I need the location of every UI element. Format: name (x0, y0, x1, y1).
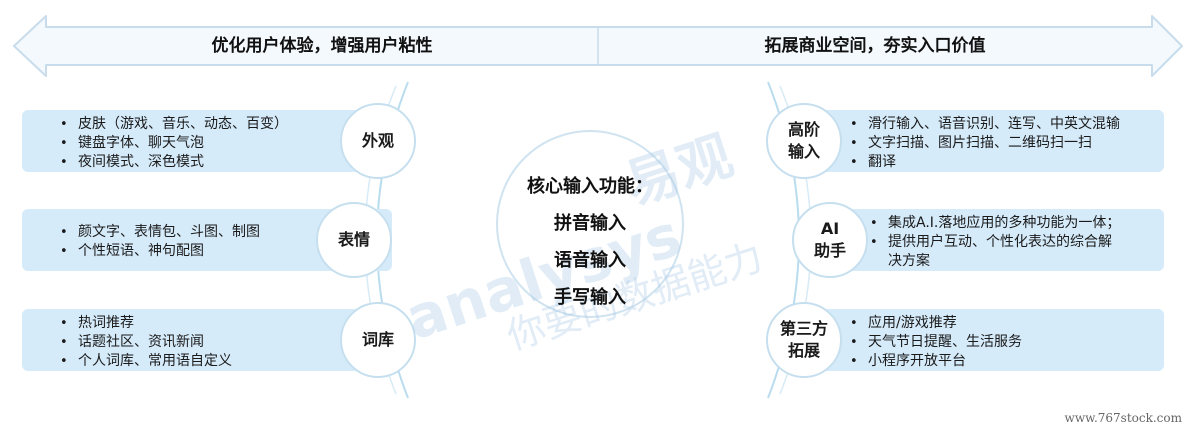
list-item: 话题社区、资讯新闻 (58, 333, 232, 352)
source-footer: www.767stock.com (1064, 411, 1182, 425)
circle-label: 第三方 (779, 319, 828, 338)
circle-label: 拓展 (787, 341, 820, 360)
list-item: 个人词库、常用语自定义 (58, 352, 232, 371)
advanced-input-circle: 高阶 输入 (766, 103, 842, 179)
appearance-circle: 外观 (340, 103, 416, 179)
list-item-continuation: 决方案 (888, 253, 930, 269)
list-item: 键盘字体、聊天气泡 (58, 134, 288, 153)
list-item: 文字扫描、图片扫描、二维码扫一扫 (848, 134, 1120, 153)
appearance-panel: 皮肤（游戏、音乐、动态、百变） 键盘字体、聊天气泡 夜间模式、深色模式 (22, 110, 392, 172)
circle-label: 高阶 (787, 120, 820, 139)
list-item: 小程序开放平台 (848, 352, 1022, 371)
list-item: 提供用户互动、个性化表达的综合解 (868, 233, 1120, 252)
circle-label: 词库 (361, 330, 394, 349)
circle-label: 输入 (787, 142, 820, 161)
list-item: 应用/游戏推荐 (848, 314, 1022, 333)
list-item: 滑行输入、语音识别、连写、中英文混输 (848, 115, 1120, 134)
right-arrow-label: 拓展商业空间，夯实入口价值 (764, 36, 986, 56)
core-input-item: 手写输入 (554, 287, 626, 308)
list-item: 热词推荐 (58, 314, 232, 333)
circle-label: 表情 (337, 230, 370, 249)
core-input-title: 核心输入功能： (527, 176, 653, 197)
circle-label: AI (820, 219, 840, 238)
core-input-item: 拼音输入 (554, 213, 626, 234)
emoji-circle: 表情 (316, 202, 392, 278)
ai-assistant-circle: AI 助手 (792, 202, 868, 278)
circle-label: 外观 (361, 131, 394, 150)
list-item: 夜间模式、深色模式 (58, 153, 288, 172)
list-item: 颜文字、表情包、斗图、制图 (58, 223, 260, 242)
core-input-item: 语音输入 (554, 250, 626, 271)
list-item: 皮肤（游戏、音乐、动态、百变） (58, 115, 288, 134)
third-party-panel: 应用/游戏推荐 天气节日提醒、生活服务 小程序开放平台 (804, 309, 1164, 371)
list-item: 个性短语、神句配图 (58, 242, 260, 261)
core-input-text: 核心输入功能： 拼音输入 语音输入 手写输入 (496, 172, 684, 320)
lexicon-circle: 词库 (340, 302, 416, 378)
list-item: 翻译 (848, 153, 1120, 172)
advanced-input-panel: 滑行输入、语音识别、连写、中英文混输 文字扫描、图片扫描、二维码扫一扫 翻译 (804, 110, 1164, 172)
third-party-circle: 第三方 拓展 (766, 302, 842, 378)
lexicon-panel: 热词推荐 话题社区、资讯新闻 个人词库、常用语自定义 (22, 309, 392, 371)
ai-assistant-panel: 集成A.I.落地应用的多种功能为一体； 提供用户互动、个性化表达的综合解 决方案 (804, 209, 1164, 271)
list-item: 集成A.I.落地应用的多种功能为一体； (868, 214, 1120, 233)
circle-label: 助手 (813, 241, 846, 260)
core-input-circle (496, 130, 684, 318)
list-item: 天气节日提醒、生活服务 (848, 333, 1022, 352)
left-arrow-label: 优化用户体验，增强用户粘性 (211, 36, 433, 56)
